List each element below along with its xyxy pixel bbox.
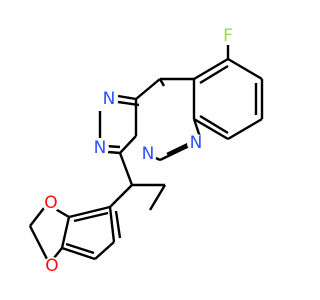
bond-line: [148, 184, 167, 211]
bond-line: [28, 225, 50, 262]
atom-label-f: F: [223, 26, 233, 46]
bond-line: [68, 205, 111, 219]
molecule-structure-diagram: F N N N N O O: [28, 26, 264, 276]
atom-label-n: N: [94, 138, 107, 158]
atom-label-background: [219, 27, 237, 45]
bond-line: [158, 78, 166, 87]
bond-line: [29, 207, 45, 227]
atom-label-n: N: [103, 89, 116, 109]
atom-label-background: [187, 134, 205, 152]
bond-line: [159, 144, 190, 162]
bond-line: [61, 246, 96, 261]
bond-line: [199, 114, 229, 135]
atom-labels: F N N N N O O: [42, 26, 237, 276]
atom-label-background: [139, 145, 157, 163]
bond-line: [193, 117, 229, 141]
atom-label-background: [100, 90, 118, 108]
bond-line: [119, 135, 137, 154]
bond-line: [135, 78, 161, 100]
bond-line: [192, 118, 202, 138]
bond-line: [114, 210, 122, 239]
bond-line: [73, 211, 109, 223]
bond-line: [107, 150, 121, 155]
bond-line: [108, 206, 116, 243]
atom-label-n: N: [142, 144, 155, 164]
bond-line: [60, 216, 71, 249]
atom-label-n: N: [190, 133, 203, 153]
bond-line: [65, 242, 95, 255]
bond-line: [227, 117, 263, 141]
bond-line: [199, 64, 229, 85]
bond-line: [227, 57, 263, 81]
atom-label-o: O: [44, 193, 57, 213]
bond-line: [193, 57, 229, 81]
bond-line: [109, 184, 133, 208]
bond-line: [94, 241, 115, 260]
atom-label-o: O: [45, 256, 58, 276]
bond-line: [117, 94, 137, 101]
bond-line: [117, 100, 140, 107]
atom-label-background: [91, 139, 109, 157]
atom-label-background: [42, 194, 60, 212]
bond-line: [118, 152, 134, 186]
bond-line: [53, 247, 63, 259]
atom-label-background: [43, 257, 61, 275]
